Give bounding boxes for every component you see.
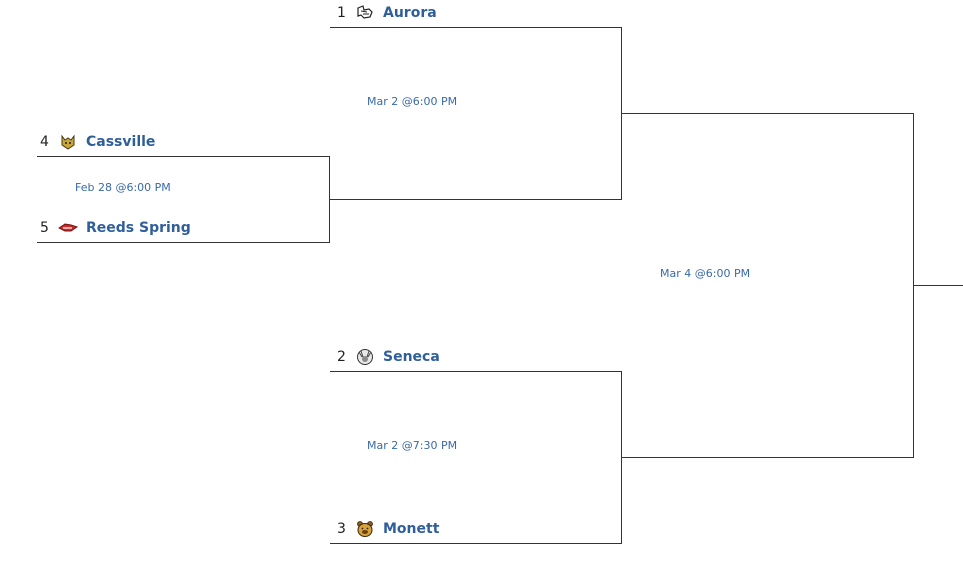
bracket-line-seneca: [330, 371, 622, 372]
team-cassville: 4 Cassville: [40, 132, 155, 152]
aurora-logo-icon[interactable]: [355, 4, 375, 22]
team-aurora: 1 Aurora: [337, 3, 437, 23]
game-time-final[interactable]: Mar 4 @6:00 PM: [660, 267, 751, 280]
bracket-line-champion: [914, 285, 963, 286]
monett-bear-logo-icon[interactable]: [355, 520, 375, 538]
reeds-spring-wolf-logo-icon[interactable]: [58, 219, 78, 237]
team-monett: 3 Monett: [337, 519, 439, 539]
bracket-line-final-bottom: [622, 457, 914, 458]
bracket-line-reeds-spring: [37, 242, 330, 243]
seed-number: 5: [40, 220, 49, 236]
game-time-semifinal1[interactable]: Mar 2 @6:00 PM: [367, 95, 458, 108]
team-seneca: 2 Seneca: [337, 347, 440, 367]
bracket-connector-round1: [329, 156, 330, 243]
team-name-link[interactable]: Seneca: [383, 349, 440, 365]
team-name-link[interactable]: Cassville: [86, 134, 156, 150]
game-time-round1[interactable]: Feb 28 @6:00 PM: [75, 181, 171, 194]
bracket-connector-semifinal1: [621, 27, 622, 200]
seed-number: 4: [40, 134, 49, 150]
team-name-link[interactable]: Aurora: [383, 5, 437, 21]
bracket-line-cassville: [37, 156, 330, 157]
bracket-line-monett: [330, 543, 622, 544]
bracket-line-semifinal1-bottom: [330, 199, 622, 200]
team-name-link[interactable]: Monett: [383, 521, 440, 537]
bracket-line-final-top: [622, 113, 914, 114]
bracket-connector-final: [913, 113, 914, 458]
cassville-wildcat-logo-icon[interactable]: [58, 133, 78, 151]
seneca-indian-logo-icon[interactable]: [355, 348, 375, 366]
game-time-semifinal2[interactable]: Mar 2 @7:30 PM: [367, 439, 458, 452]
team-name-link[interactable]: Reeds Spring: [86, 220, 191, 236]
bracket-line-aurora: [330, 27, 622, 28]
seed-number: 2: [337, 349, 346, 365]
bracket-connector-semifinal2: [621, 371, 622, 544]
seed-number: 3: [337, 521, 346, 537]
seed-number: 1: [337, 5, 346, 21]
team-reeds-spring: 5 Reeds Spring: [40, 218, 191, 238]
